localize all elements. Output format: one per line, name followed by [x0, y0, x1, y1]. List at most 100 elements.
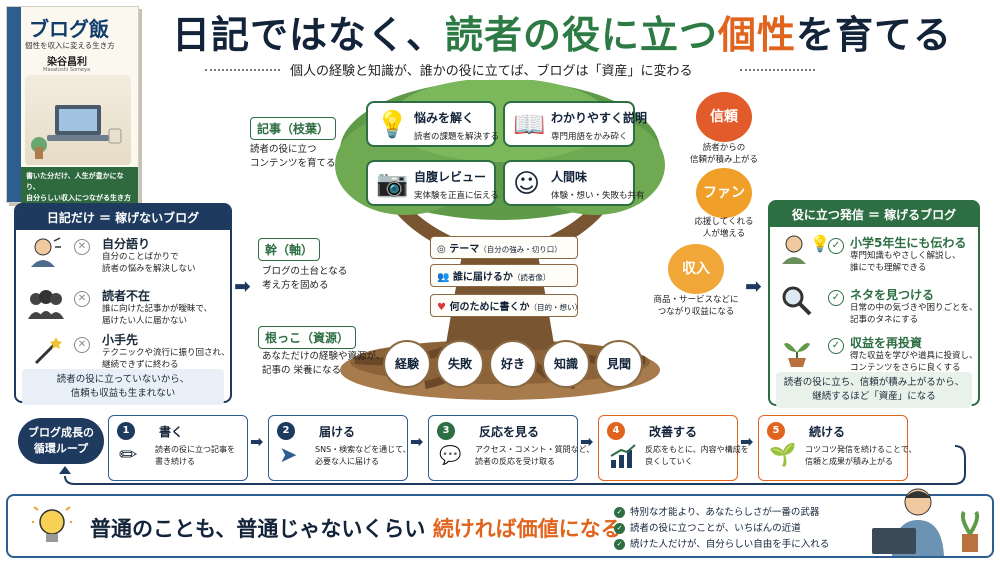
desc-line: 信頼が積み上がる	[689, 155, 758, 165]
item-desc: コンテンツをさらに良くする	[850, 363, 961, 373]
item-desc: 得た収益を学びや道具に投資し、	[850, 351, 978, 361]
item-desc: テクニックや流行に振り回され、	[102, 348, 230, 358]
loop-line	[59, 445, 966, 485]
item-title: 読者不在	[102, 289, 151, 303]
trunk-desc: ブログの土台となる考え方を固める	[262, 265, 347, 293]
footer-line: 読者の役に立っていないから、	[56, 374, 190, 385]
target-icon: ◎	[437, 244, 450, 255]
list-item: 💡 ✓ 小学5年生にも伝わる 専門知識もやさしく解説し、 誰にでも理解できる	[770, 230, 978, 280]
item-title: 小学5年生にも伝わる	[850, 236, 967, 250]
list-item: ✕ 小手先 テクニックや流行に振り回され、 継続できずに終わる	[16, 333, 230, 375]
desc-line: あなただけの経験や資源が、	[262, 351, 386, 362]
trunk-row: 👥 誰に届けるか（読者像）	[430, 264, 578, 287]
item-desc: 誰にでも理解できる	[850, 263, 927, 273]
cross-icon: ✕	[74, 337, 90, 353]
heart-icon: ♥	[437, 302, 450, 313]
desc-line: つながり収益になる	[657, 307, 735, 317]
step-desc: コツコツ発信を続けることで、信頼と成果が積み上がる	[805, 444, 916, 468]
desc-line: ブログの土台となる	[262, 266, 348, 277]
item-desc: 日常の中の気づきや困りごとを、	[850, 303, 978, 313]
leaf-desc: 実体験を正直に伝える	[414, 191, 499, 201]
bottom-message: 普通のことも、普通じゃないくらい 続ければ価値になる	[90, 513, 622, 543]
trunk-row: ♥ 何のために書くか（目的・想い）	[430, 294, 582, 317]
leaf-card: 💡 悩みを解く 読者の課題を解決する	[366, 101, 500, 147]
trunk-note: （読者像）	[512, 273, 551, 282]
arrow-right-icon: ➡	[740, 432, 754, 451]
desc-line: 書き続ける	[155, 457, 195, 466]
bullet-item: ✓特別な才能より、あなたらしさが一番の武器	[614, 504, 819, 518]
list-item: ✕ 自分語り 自分のことばかりで 読者の悩みを解決しない	[16, 233, 230, 283]
check-icon: ✓	[828, 238, 844, 254]
trunk-main: 誰に届けるか	[452, 272, 513, 283]
desc-line: 応援してくれる	[694, 217, 754, 227]
bottom-message-box: 普通のことも、普通じゃないくらい 続ければ価値になる ✓特別な才能より、あなたら…	[6, 488, 994, 558]
item-desc: 読者の悩みを解決しない	[102, 264, 196, 274]
leaf-desc: 読者の課題を解決する	[414, 132, 500, 142]
desc-line: SNS・検索などを通じて、	[315, 445, 411, 454]
step-desc: 反応をもとに、内容や構成を良くしていく	[645, 444, 749, 468]
laptop-icon	[31, 105, 122, 159]
arrow-right-icon: ➡	[410, 432, 424, 451]
step-desc: 読者の役に立つ記事を書き続ける	[155, 444, 235, 468]
loop-label: ブログ成長の 循環ループ	[18, 418, 104, 464]
step-desc: アクセス・コメント・質問など、読者の反応を受け取る	[475, 444, 594, 468]
people-icon: 👥	[437, 272, 453, 283]
page-title: 日記ではなく、読者の役に立つ個性を育てる	[172, 4, 952, 59]
left-panel-footer: 読者の役に立っていないから、 信頼も収益も生まれない	[22, 369, 224, 405]
item-title: 自分語り	[102, 237, 151, 251]
leaf-desc: 専門用語をかみ砕く	[551, 132, 628, 142]
fruit-fans: ファン	[696, 168, 752, 218]
arrow-right-icon: ➡	[745, 274, 762, 298]
magic-wand-icon	[34, 337, 62, 365]
trunk-main: 何のために書くか	[449, 302, 530, 313]
cross-icon: ✕	[74, 291, 90, 307]
desc-line: 考え方を固める	[262, 280, 329, 291]
item-title: ネタを見つける	[850, 288, 935, 302]
footer-line: 継続するほど「資産」になる	[812, 391, 936, 402]
list-item: ✓ ネタを見つける 日常の中の気づきや困りごとを、 記事のタネにする	[770, 282, 978, 332]
branch-label: 記事（枝葉）	[250, 117, 337, 140]
desc-line: 読者からの	[702, 143, 746, 153]
footer-line: 信頼も収益も生まれない	[70, 388, 176, 399]
pencil-icon: ✏	[119, 443, 138, 468]
divider	[740, 69, 815, 71]
chat-bubble-icon: 💬	[439, 445, 462, 466]
book-cover: ブログ飯 個性を収入に変える生き方 染谷昌利 Masatoshi Someya …	[6, 6, 139, 213]
bullet-item: ✓読者の役に立つことが、いちばんの近道	[614, 520, 801, 534]
desc-line: 読者の反応を受け取る	[475, 457, 555, 466]
root-circle: 経験	[383, 340, 431, 388]
trunk-note: （目的・想い）	[529, 303, 582, 312]
step-number: 5	[767, 422, 785, 440]
item-desc: 届けたい人に届かない	[102, 316, 188, 326]
check-icon: ✓	[614, 523, 625, 534]
book-title: ブログ飯	[29, 17, 109, 41]
step-number: 2	[277, 422, 295, 440]
book-band-line: 書いた分だけ、人生が豊かになり、	[26, 172, 124, 191]
sprout-pot-icon	[784, 343, 810, 367]
check-icon: ✓	[614, 507, 625, 518]
footer-line: 読者の役に立ち、信頼が積み上がるから、	[783, 377, 965, 388]
desc-line: 信頼と成果が積み上がる	[805, 457, 893, 466]
check-icon: ✓	[828, 338, 844, 354]
book-band: 書いた分だけ、人生が豊かになり、 自分らしい収入につながる生き方へ。	[21, 167, 138, 213]
item-desc: 自分のことばかりで	[102, 252, 179, 262]
root-circle: 見聞	[595, 340, 643, 388]
desc-line: コンテンツを育てる	[250, 158, 336, 169]
loop-step: 1 書く ✏ 読者の役に立つ記事を書き続ける	[108, 415, 248, 481]
message-part: 普通のことも、普通じゃないくらい	[90, 517, 433, 541]
loop-label-line: ブログ成長の	[28, 426, 94, 439]
loop-step: 3 反応を見る 💬 アクセス・コメント・質問など、読者の反応を受け取る	[428, 415, 594, 481]
arrow-right-icon: ➡	[580, 432, 594, 451]
person-at-laptop-icon	[872, 488, 980, 556]
list-item: ✓ 収益を再投資 得た収益を学びや道具に投資し、 コンテンツをさらに良くする	[770, 334, 978, 374]
root-circle: 知識	[542, 340, 590, 388]
item-title: 小手先	[102, 333, 139, 347]
growth-chart-icon	[610, 444, 636, 468]
book-author: 染谷昌利	[47, 57, 87, 68]
step-title: 反応を見る	[479, 425, 540, 439]
trunk-label: 幹（軸）	[258, 238, 321, 261]
right-panel: 役に立つ発信 ＝ 稼げるブログ 💡 ✓ 小学5年生にも伝わる 専門知識もやさしく…	[768, 200, 980, 408]
message-highlight: 続ければ価値になる	[432, 517, 622, 541]
right-panel-footer: 読者の役に立ち、信頼が積み上がるから、 継続するほど「資産」になる	[776, 372, 972, 408]
camera-icon: 📷	[376, 169, 409, 199]
